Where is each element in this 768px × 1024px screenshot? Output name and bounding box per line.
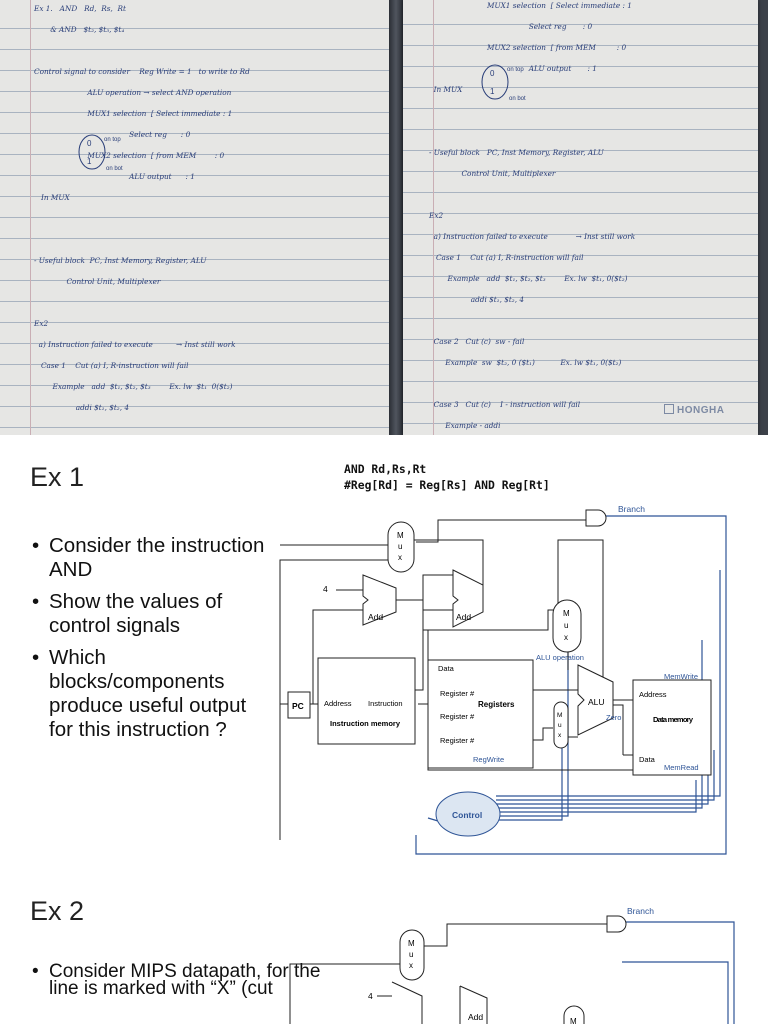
mux-sketch-top-value: 0 [490, 69, 495, 78]
pc-adder [391, 981, 423, 1024]
regfile-reg3-label: Register # [440, 736, 475, 745]
mux-letter: M [397, 531, 404, 540]
ex2-bullet-list: Consider MIPS datapath, for the line is … [32, 962, 322, 1005]
datapath-diagram-2: Branch M u x 4 Add M [289, 906, 735, 1024]
ex1-code-line-1: AND Rd,Rs,Rt [344, 462, 427, 476]
control-lines [620, 921, 735, 1024]
dmem-data-label: Data [639, 755, 656, 764]
regfile-data-label: Data [438, 664, 455, 673]
mux-sketch-top-note: on top [104, 137, 121, 143]
notebook-page-left: Ex 1. AND Rd, Rs, Rt & AND $t₂, $t₃, $t₄… [0, 0, 389, 435]
page-margin-line [30, 0, 31, 435]
notebook-photo: Ex 1. AND Rd, Rs, Rt & AND $t₂, $t₃, $t₄… [0, 0, 768, 435]
ex1-bullet-list: Consider the instruction AND Show the va… [32, 534, 272, 750]
ex1-code-line-2: #Reg[Rd] = Reg[Rs] AND Reg[Rt] [344, 478, 550, 492]
notebook-brand: HONGHA [664, 404, 724, 416]
branch-adder [459, 985, 488, 1024]
memread-label: MemRead [664, 763, 699, 772]
mux-sketch-bottom-value: 1 [87, 157, 92, 166]
notebook-page-right: MUX1 selection [ Select immediate : 1 Se… [403, 0, 758, 435]
regwrite-label: RegWrite [473, 755, 504, 764]
mux-letter: u [558, 722, 562, 729]
constant-four: 4 [368, 991, 373, 1001]
dmem-title: Data memory [653, 715, 694, 724]
mux-sketch-bottom-value: 1 [490, 87, 495, 96]
mux-letter: x [564, 633, 568, 642]
mux-sketch-top-note: on top [507, 67, 524, 73]
ex1-bullet: Which blocks/components produce useful o… [32, 646, 272, 742]
handwritten-notes-right: MUX1 selection [ Select immediate : 1 Se… [429, 1, 636, 430]
alu-label: ALU [588, 697, 605, 707]
notebook-brand-icon [664, 404, 674, 414]
dmem-address-label: Address [639, 690, 667, 699]
control-unit [435, 791, 501, 837]
mux-letter: M [570, 1017, 577, 1024]
mux-sketch-right: 0 1 on top on bot [481, 64, 526, 102]
ex2-title: Ex 2 [30, 896, 85, 926]
mux-letter: x [409, 961, 413, 970]
alu-operation-label: ALU operation [536, 653, 584, 662]
handwritten-notes-left: Ex 1. AND Rd, Rs, Rt & AND $t₂, $t₃, $t₄… [34, 4, 250, 412]
zero-label: Zero [606, 713, 621, 722]
notebook-spine [389, 0, 403, 435]
mux-sketch-top-value: 0 [87, 139, 92, 148]
alu [577, 664, 614, 736]
imem-title: Instruction memory [330, 719, 401, 728]
mux-letter: M [408, 939, 415, 948]
page-margin-line [433, 0, 434, 435]
datapath-diagram-1: M u x Branch Add 4 Add PC Address Instru… [279, 504, 727, 855]
mux-sketch-left: 0 1 on top on bot [78, 134, 123, 172]
imem-address-label: Address [324, 699, 352, 708]
branch-label: Branch [627, 906, 654, 916]
imem-instruction-label: Instruction [368, 699, 403, 708]
regfile-reg2-label: Register # [440, 712, 475, 721]
mux-pc-select [399, 929, 425, 981]
mux-writeback [552, 599, 582, 653]
mux-pc-select [387, 521, 415, 573]
pc-adder-label: Add [368, 612, 383, 622]
mux-letter: u [409, 950, 413, 959]
instruction-memory [317, 657, 416, 745]
ex1-title: Ex 1 [30, 462, 85, 492]
constant-four: 4 [323, 584, 328, 594]
pc-adder [362, 574, 397, 626]
ex2-bullet: Consider MIPS datapath, for the line is … [32, 962, 322, 998]
mux-sketch-bottom-note: on bot [106, 166, 123, 172]
notebook-brand-label: HONGHA [677, 405, 725, 416]
mux-letter: x [558, 732, 562, 739]
ex1-bullet: Consider the instruction AND [32, 534, 272, 582]
mux-letter: M [557, 712, 562, 719]
mux-letter: u [564, 621, 568, 630]
mux-letter: x [398, 553, 402, 562]
mux-sketch-bottom-note: on bot [509, 96, 526, 102]
regfile-title: Registers [478, 700, 515, 709]
pc-label: PC [292, 701, 304, 711]
branch-and-gate [585, 509, 607, 527]
regfile-reg1-label: Register # [440, 689, 475, 698]
data-memory [632, 679, 712, 776]
control-label: Control [452, 810, 482, 820]
mux-letter: M [563, 609, 570, 618]
mux-writeback [563, 1005, 585, 1024]
datapath-wires [289, 923, 607, 1024]
register-file [427, 659, 534, 769]
mux-alu-src [553, 701, 569, 749]
ex1-code: AND Rd,Rs,Rt #Reg[Rd] = Reg[Rs] AND Reg[… [344, 461, 550, 493]
memwrite-label: MemWrite [664, 672, 698, 681]
branch-label: Branch [618, 504, 645, 514]
branch-adder-label: Add [468, 1012, 483, 1022]
branch-adder [452, 569, 484, 628]
branch-and-gate [606, 915, 627, 933]
ex1-bullet: Show the values of control signals [32, 590, 272, 638]
mux-letter: u [398, 542, 402, 551]
pc-register [287, 691, 311, 719]
branch-adder-label: Add [456, 612, 471, 622]
